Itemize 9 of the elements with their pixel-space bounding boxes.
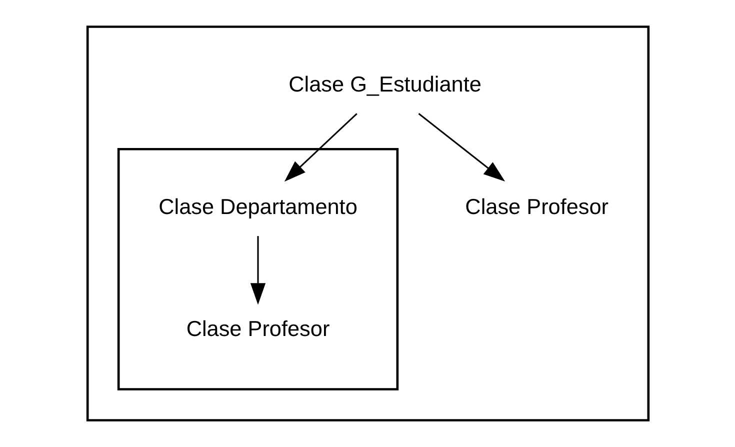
- node-text: Clase Departamento: [158, 194, 357, 219]
- arrow: [284, 113, 357, 182]
- node-text: Clase G_Estudiante: [288, 71, 481, 96]
- arrow: [418, 113, 505, 182]
- cluster: [86, 26, 650, 422]
- arrow: [250, 236, 266, 305]
- node-text: Clase Profesor: [186, 316, 330, 342]
- node-text: Clase Profesor: [464, 194, 608, 219]
- cluster: [116, 148, 398, 390]
